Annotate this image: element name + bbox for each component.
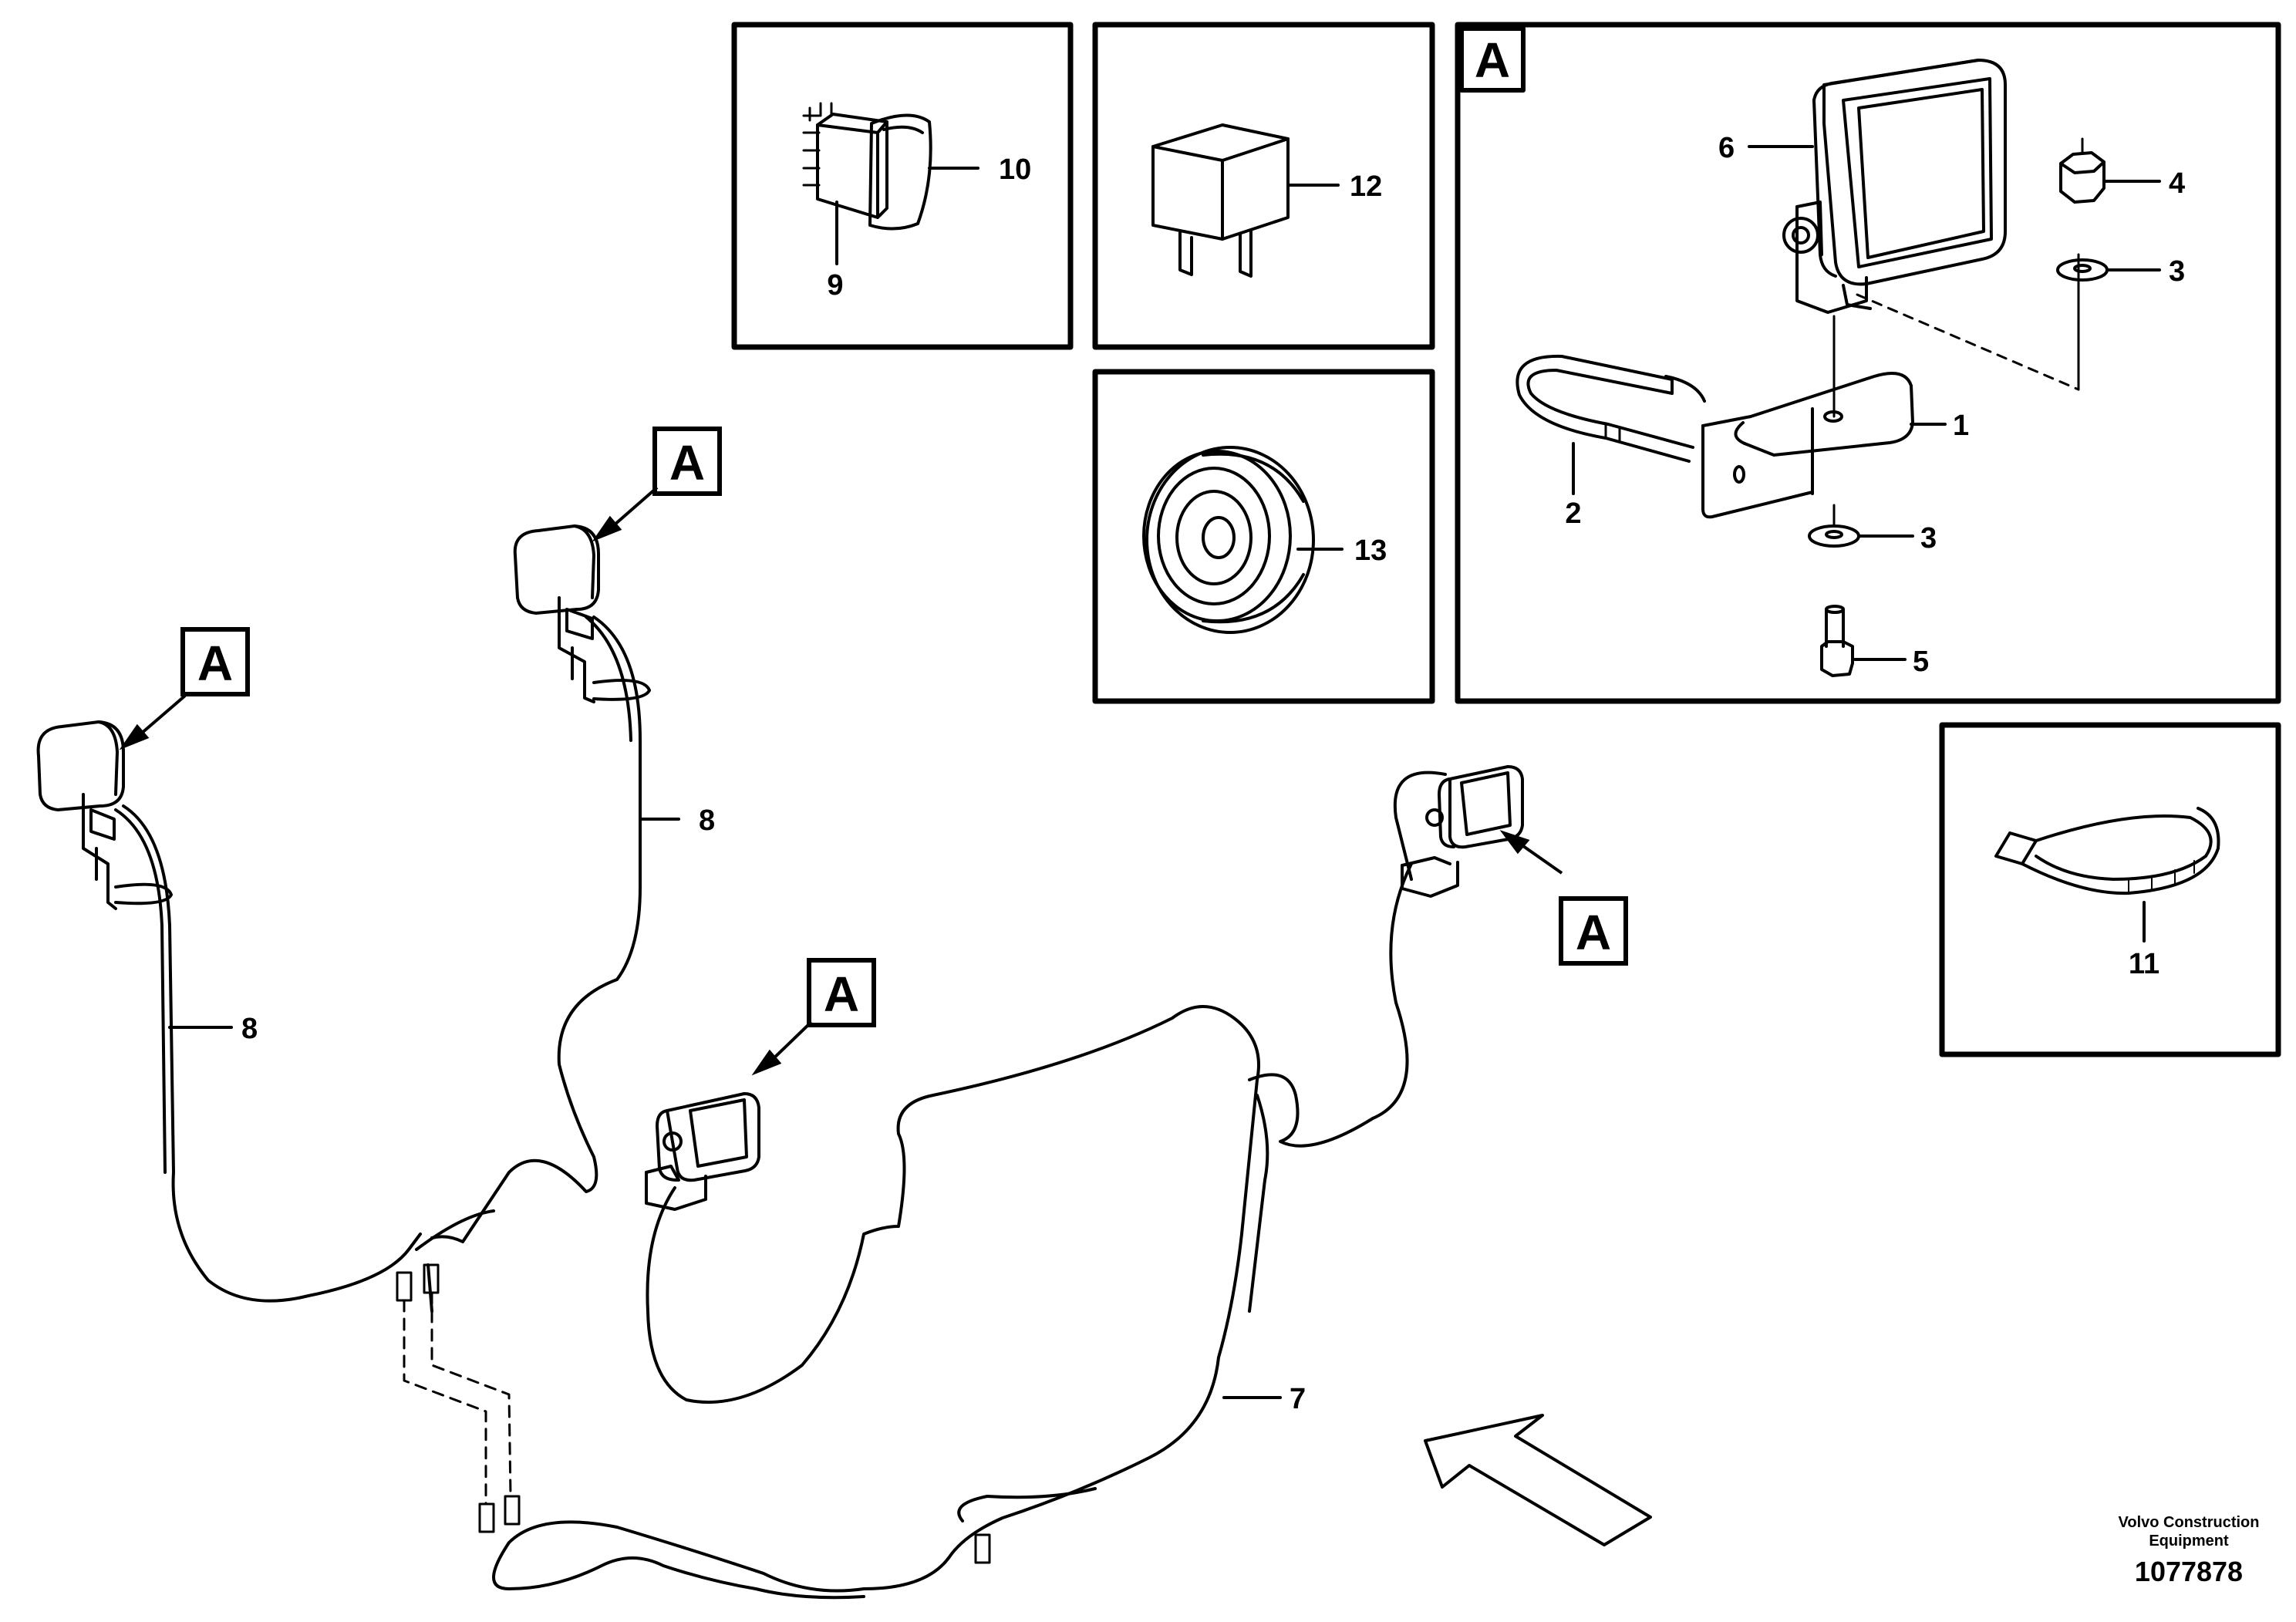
- part-label-11: 11: [2129, 948, 2159, 980]
- panel-switch: [731, 22, 1074, 350]
- callout-flag-front-right: A: [669, 435, 705, 491]
- drawing-number: 1077878: [2135, 1556, 2243, 1587]
- part-label-3-top: 3: [2169, 255, 2185, 288]
- washer-top-drawing: [2056, 258, 2109, 282]
- nut-drawing: [2059, 137, 2106, 204]
- washer-bottom-drawing: [1808, 524, 1860, 548]
- callout-arrows: [119, 486, 1563, 1076]
- part-label-2: 2: [1565, 497, 1581, 530]
- part-label-6: 6: [1718, 132, 1735, 164]
- part-label-8-right: 8: [699, 804, 715, 837]
- direction-arrow-icon: [1424, 1414, 1652, 1546]
- horn-drawing: [1142, 446, 1315, 634]
- callout-flag-rear-right: A: [1576, 905, 1611, 960]
- panel-horn: [1092, 369, 1435, 704]
- bolt-drawing: [1820, 605, 1854, 677]
- part-label-7: 7: [1290, 1383, 1306, 1415]
- detail-callout-flags: [180, 427, 1628, 1027]
- work-light-front-right: [513, 524, 651, 703]
- part-label-5: 5: [1913, 646, 1929, 678]
- brand-line-2: Equipment: [2149, 1533, 2229, 1549]
- callout-flag-front-left: A: [197, 636, 233, 691]
- harness-connectors: [396, 1263, 991, 1564]
- brand-line-1: Volvo Construction: [2119, 1514, 2260, 1531]
- cable-tie-drawing: [1994, 807, 2220, 895]
- callout-flag-rear-left: A: [824, 966, 859, 1022]
- work-light-rear-left: [645, 1092, 760, 1211]
- part-label-4: 4: [2169, 167, 2185, 200]
- u-bolt-drawing: [1515, 354, 1706, 463]
- part-label-3-bottom: 3: [1920, 522, 1937, 555]
- detail-a-flag-label: A: [1475, 32, 1510, 88]
- relay-drawing: [1151, 123, 1290, 278]
- panel-relay: [1092, 22, 1435, 350]
- part-label-1: 1: [1953, 410, 1969, 442]
- panel-detail-a: [1455, 22, 2281, 704]
- part-label-9: 9: [827, 269, 843, 302]
- work-light-drawing: [1782, 59, 2007, 314]
- work-light-rear-right: [1401, 765, 1524, 898]
- harness-7-main: [415, 771, 1447, 1600]
- part-label-10: 10: [999, 153, 1031, 186]
- panel-cable-tie: [1939, 722, 2281, 1057]
- part-label-12: 12: [1350, 170, 1382, 203]
- part-label-13: 13: [1354, 534, 1387, 567]
- harness-8-right: [430, 615, 642, 1243]
- bracket-drawing: [1701, 372, 1914, 519]
- harness-8-left: [114, 804, 422, 1303]
- rocker-switch-drawing: [802, 102, 932, 231]
- part-label-8-left: 8: [241, 1013, 258, 1045]
- work-light-front-left: [36, 720, 173, 910]
